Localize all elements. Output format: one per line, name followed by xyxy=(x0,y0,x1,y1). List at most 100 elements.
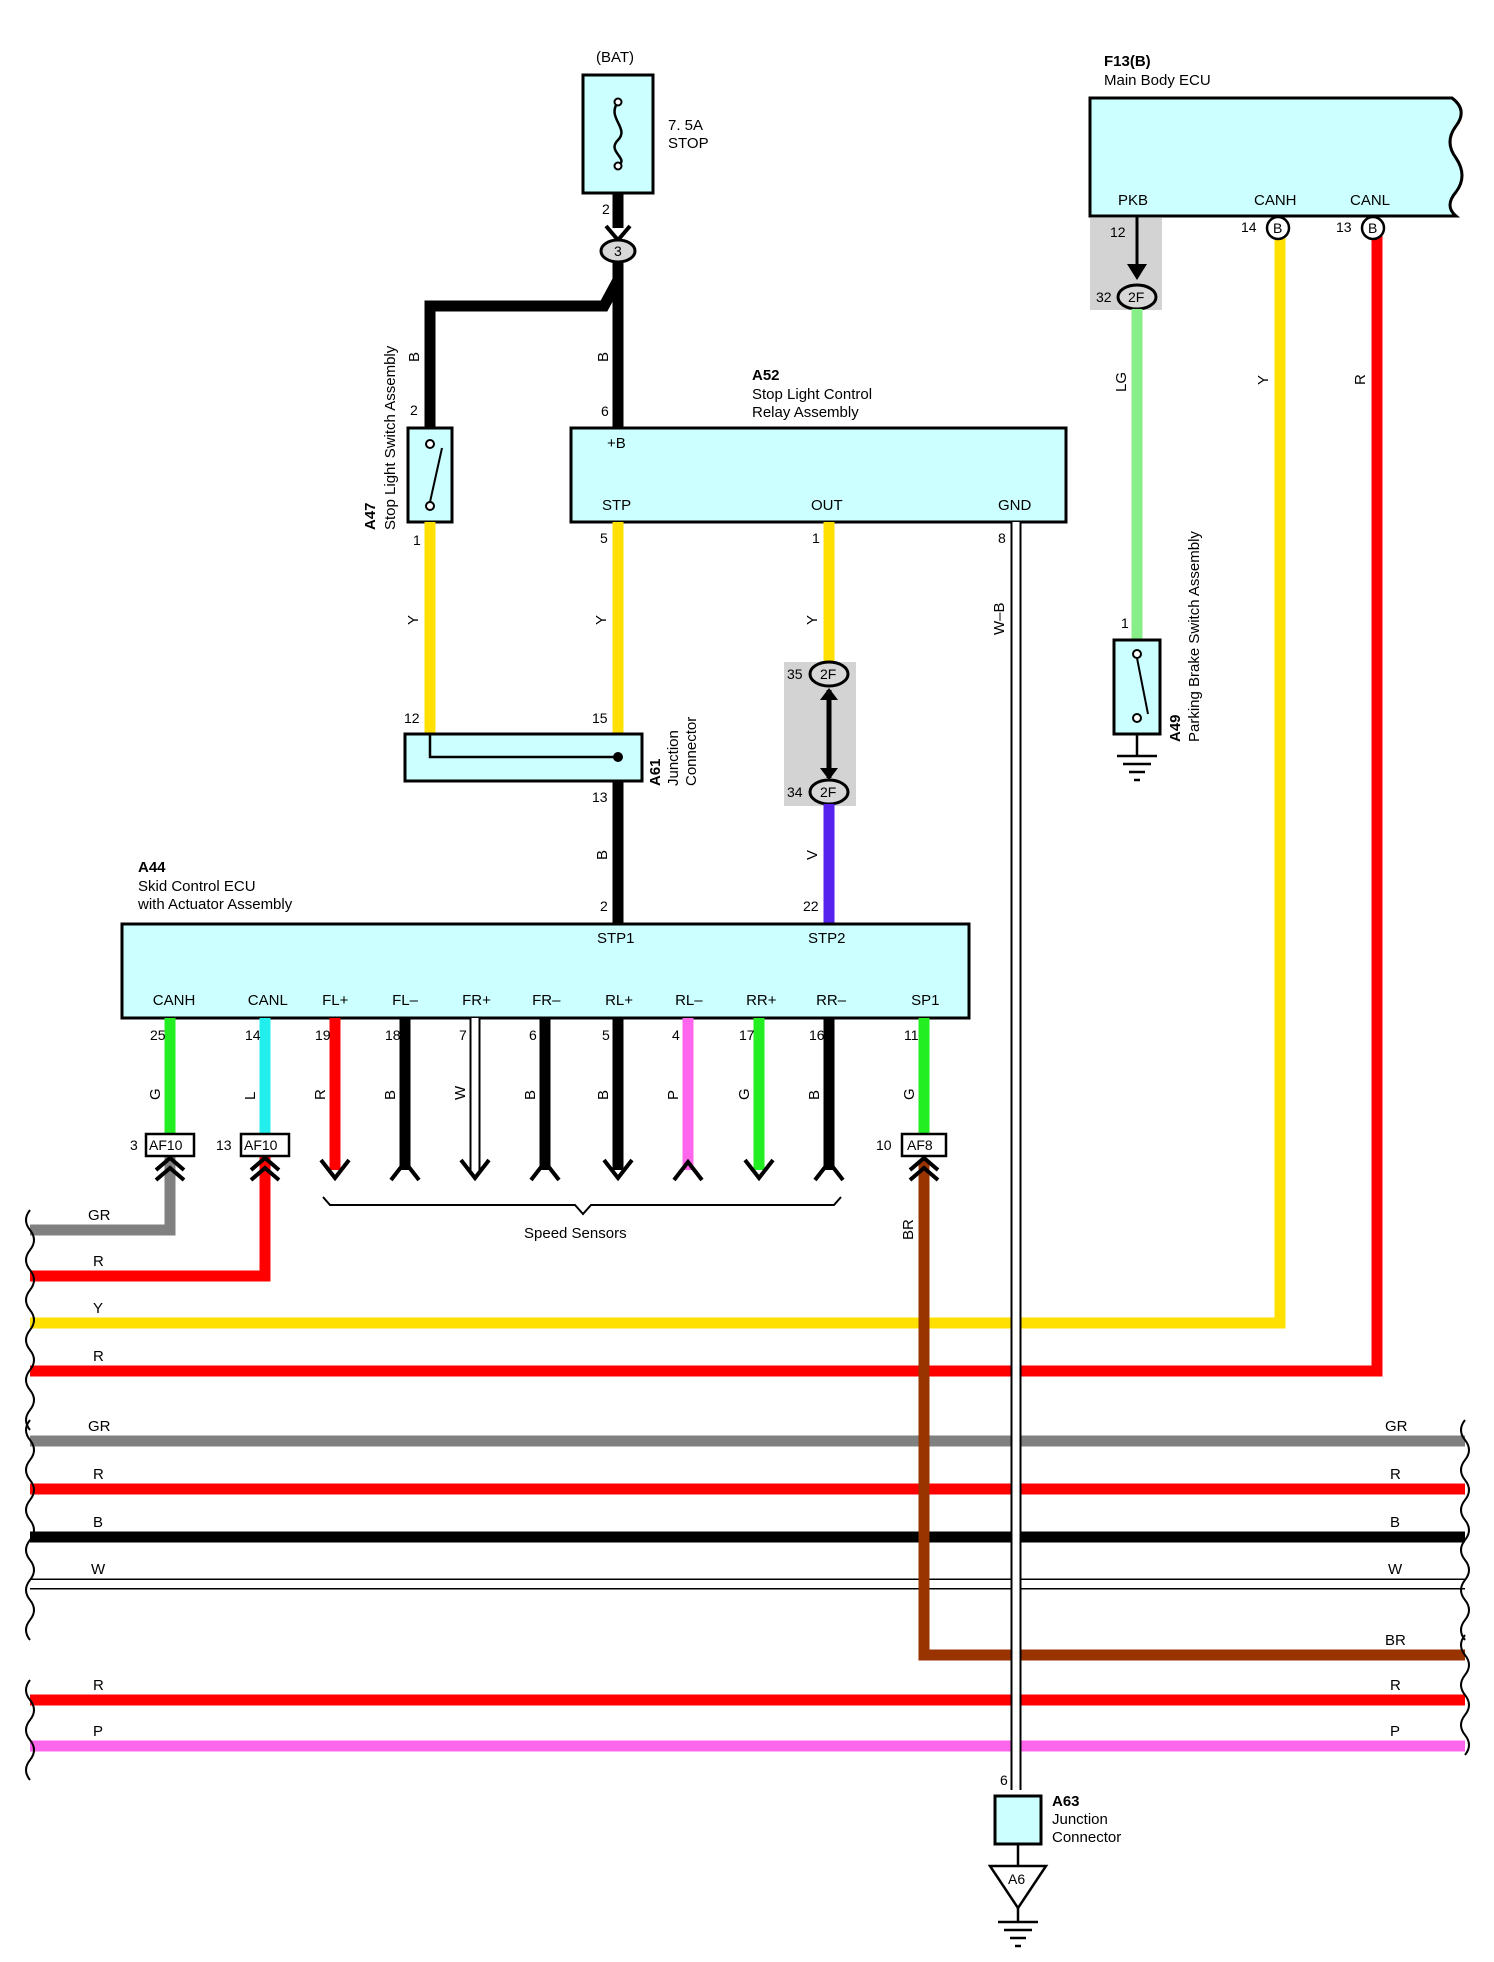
arrow-down-icon xyxy=(602,1158,634,1182)
af-canh-pin: 3 xyxy=(130,1137,138,1153)
jc2f-pin-top: 35 xyxy=(787,666,803,682)
wire-label: Y xyxy=(593,615,610,625)
wire-r-canl xyxy=(30,1150,271,1282)
bus-label-right: W xyxy=(1388,1561,1403,1578)
arrow-down-icon xyxy=(820,768,838,780)
a44-id: A44 xyxy=(138,859,166,876)
bus-label-left: GR xyxy=(88,1418,111,1435)
arrow-up-icon xyxy=(672,1158,704,1182)
switch-icon xyxy=(1132,649,1149,723)
arrow-down-icon xyxy=(1127,264,1147,280)
ground-icon xyxy=(998,1908,1038,1948)
bus-label-right: R xyxy=(1390,1677,1401,1694)
a44-wire-label: B xyxy=(522,1090,539,1100)
a44-pin-name: RR– xyxy=(816,992,847,1009)
bus-label-right: P xyxy=(1390,1723,1400,1740)
jc2f-code-top: 2F xyxy=(820,666,836,682)
fuse-source-label: (BAT) xyxy=(596,49,634,66)
bus-label-left: R xyxy=(93,1348,104,1365)
a63-id: A63 xyxy=(1052,1793,1080,1810)
a52-line2: Relay Assembly xyxy=(752,404,859,421)
wire-r-main xyxy=(30,235,1383,1377)
a52-line1: Stop Light Control xyxy=(752,386,872,403)
a52-id: A52 xyxy=(752,367,780,384)
break-mark-left-1 xyxy=(25,1209,35,1431)
a44-pin-name: FR+ xyxy=(462,992,491,1009)
a63-pin: 6 xyxy=(1000,1772,1008,1788)
wire-label: B xyxy=(406,352,423,362)
f13-pkb-label: PKB xyxy=(1118,192,1148,209)
arrow-up-icon xyxy=(820,688,838,700)
jc2f-pin-bottom: 34 xyxy=(787,784,803,800)
a44-stp2-label: STP2 xyxy=(808,930,846,947)
f13-canh-terminal xyxy=(1265,215,1291,241)
a52-plusb-label: +B xyxy=(607,435,626,452)
wire-label: Y xyxy=(1255,375,1272,385)
fuse-rating: 7. 5A xyxy=(668,117,703,134)
f13-pin-pkb: 12 xyxy=(1110,224,1126,240)
wire-label: BR xyxy=(900,1219,917,1240)
a52-out-label: OUT xyxy=(811,497,843,514)
a44-stp1-label: STP1 xyxy=(597,930,635,947)
a44-pin-name: FL+ xyxy=(322,992,349,1009)
a44-pin-number: 6 xyxy=(529,1027,537,1043)
f13-canh-tag: B xyxy=(1273,220,1282,236)
wire-br-sp1 xyxy=(918,1160,1465,1661)
ground-point-a6 xyxy=(987,1864,1049,1911)
a52-pin-plusb: 6 xyxy=(601,403,609,419)
bus-label-left: B xyxy=(93,1514,103,1531)
f13-pin-canh: 14 xyxy=(1241,219,1257,235)
bus-label-right: BR xyxy=(1385,1632,1406,1649)
arrow-down-icon xyxy=(743,1158,775,1182)
f13-canl-label: CANL xyxy=(1350,192,1390,209)
a44-pin-number: 5 xyxy=(602,1027,610,1043)
a44-pin-number: 7 xyxy=(459,1027,467,1043)
speed-sensors-brace xyxy=(322,1196,842,1216)
arrow-up-icon xyxy=(389,1158,421,1182)
f13-canl-terminal xyxy=(1360,215,1386,241)
a44-pin-number: 11 xyxy=(904,1027,919,1043)
jc2f-code-bottom: 2F xyxy=(820,784,836,800)
a44-pin-number: 16 xyxy=(809,1027,825,1043)
a44-pin-number: 4 xyxy=(672,1027,680,1043)
af-canl-pin: 13 xyxy=(216,1137,232,1153)
bus-label-right: GR xyxy=(1385,1418,1408,1435)
wire-label: B xyxy=(595,352,612,362)
wire-label: R xyxy=(1352,374,1369,385)
a44-pin-name: RL+ xyxy=(605,992,633,1009)
arrow-down-icon xyxy=(459,1158,491,1182)
f13-main-body-ecu xyxy=(1088,96,1464,218)
a52-stop-light-control-relay xyxy=(569,426,1068,524)
f13-pin-canl: 13 xyxy=(1336,219,1352,235)
a47-id: A47 xyxy=(362,502,379,530)
a44-wire-label: P xyxy=(665,1090,682,1100)
a52-pin-gnd: 8 xyxy=(998,530,1006,546)
a44-pin-name: CANL xyxy=(248,992,288,1009)
af-sp1-code: AF8 xyxy=(907,1137,933,1153)
a47-name: Stop Light Switch Assembly xyxy=(382,345,399,530)
a52-pin-stp: 5 xyxy=(600,530,608,546)
a52-stp-label: STP xyxy=(602,497,631,514)
bus-label-left: R xyxy=(93,1253,104,1270)
wire-y-main xyxy=(30,235,1286,1329)
a61-pin-bottom: 13 xyxy=(592,789,608,805)
fuse-terminal xyxy=(613,97,623,107)
break-mark-left-2 xyxy=(25,1419,35,1641)
wire-b-to-a47 xyxy=(424,262,624,430)
f13-jc-pin: 32 xyxy=(1096,289,1112,305)
f13-canh-label: CANH xyxy=(1254,192,1297,209)
bus-label-left: Y xyxy=(93,1300,103,1317)
break-marks xyxy=(25,1209,1470,1781)
bus-label-left: R xyxy=(93,1466,104,1483)
a47-pin-bottom: 1 xyxy=(413,532,421,548)
a44-wire-label: G xyxy=(147,1088,164,1100)
a44-wire-label: R xyxy=(312,1089,329,1100)
f13-id: F13(B) xyxy=(1104,53,1151,70)
a44-wire-label: G xyxy=(736,1088,753,1100)
a44-pin-number: 14 xyxy=(245,1027,261,1043)
af-sp1-pin: 10 xyxy=(876,1137,892,1153)
arrow-down-icon xyxy=(319,1158,351,1182)
a61-pin-left: 12 xyxy=(404,710,420,726)
stop-fuse xyxy=(581,73,655,195)
a44-line1: Skid Control ECU xyxy=(138,878,256,895)
